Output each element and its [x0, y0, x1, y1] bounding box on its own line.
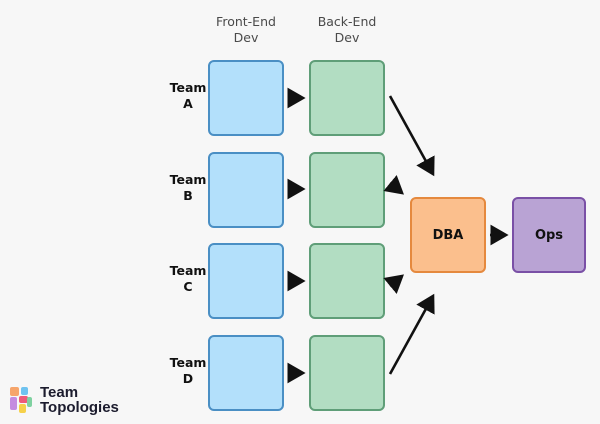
team-a-label-line1: Team — [169, 80, 207, 95]
team-c-label-line2: C — [183, 279, 193, 294]
logo-text-line1: Team — [40, 384, 79, 401]
frontend-box-team-c — [208, 243, 284, 319]
backend-header-line1: Back-End — [317, 14, 377, 29]
arrow-be-dba-team-b — [383, 175, 404, 195]
team-c-label: Team C — [150, 263, 226, 295]
frontend-box-team-a — [208, 60, 284, 136]
team-b-label-line2: B — [183, 188, 193, 203]
team-d-label-line1: Team — [169, 355, 207, 370]
ops-box: Ops — [512, 197, 586, 273]
arrow-be-dba-team-a — [388, 95, 435, 177]
team-d-label-line2: D — [182, 371, 194, 386]
dba-label: DBA — [432, 227, 464, 243]
frontend-box-team-b — [208, 152, 284, 228]
team-b-label-line1: Team — [169, 172, 207, 187]
team-a-label: Team A — [150, 80, 226, 112]
frontend-box-team-d — [208, 335, 284, 411]
backend-box-team-c — [309, 243, 385, 319]
backend-dev-header: Back-End Dev — [302, 14, 392, 46]
team-topologies-logo: Team Topologies — [8, 385, 119, 415]
ops-label: Ops — [534, 227, 564, 243]
frontend-header-line2: Dev — [233, 30, 259, 45]
arrow-be-dba-team-c — [383, 274, 404, 294]
frontend-dev-header: Front-End Dev — [201, 14, 291, 46]
dba-box: DBA — [410, 197, 486, 273]
team-a-label-line2: A — [183, 96, 193, 111]
frontend-header-line1: Front-End — [216, 14, 276, 29]
backend-box-team-d — [309, 335, 385, 411]
backend-box-team-b — [309, 152, 385, 228]
team-d-label: Team D — [150, 355, 226, 387]
team-b-label: Team B — [150, 172, 226, 204]
backend-header-line2: Dev — [334, 30, 360, 45]
team-topologies-logo-icon — [10, 387, 32, 413]
backend-box-team-a — [309, 60, 385, 136]
logo-text-line2: Topologies — [40, 399, 119, 416]
arrow-be-dba-team-d — [388, 293, 435, 375]
team-c-label-line1: Team — [169, 263, 207, 278]
